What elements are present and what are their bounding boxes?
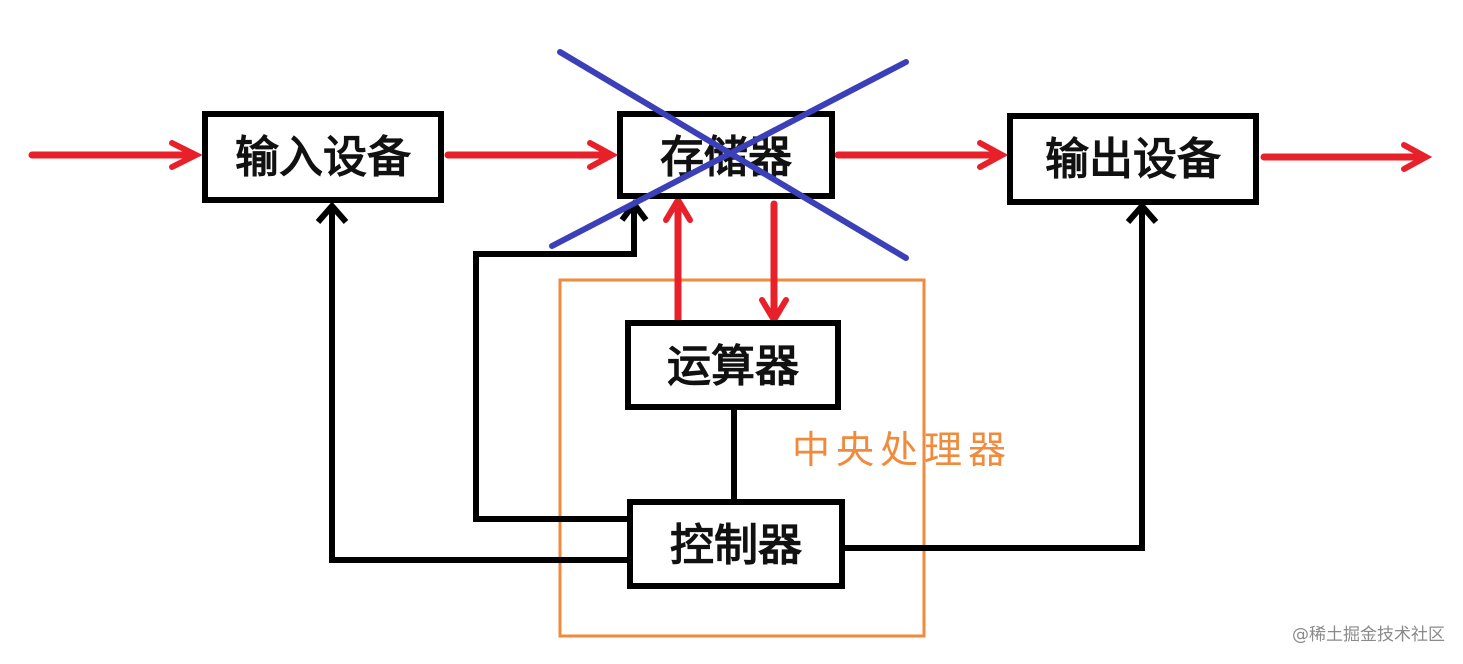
control-flow-lines xyxy=(315,199,1159,563)
memory-cross-out xyxy=(549,49,909,261)
output-device-label: 输出设备 xyxy=(1045,134,1222,185)
control-to-input xyxy=(329,206,630,563)
arrow-head-alu-to-memory xyxy=(663,194,693,223)
box-output: 输出设备 xyxy=(1007,113,1259,205)
input-device-label: 输入设备 xyxy=(235,132,412,183)
box-controller: 控制器 xyxy=(627,499,845,589)
cpu-label: 中央处理器 xyxy=(792,428,1012,472)
control-to-memory xyxy=(473,204,637,522)
box-alu: 运算器 xyxy=(625,320,841,410)
box-input: 输入设备 xyxy=(202,111,444,203)
control-to-output xyxy=(844,206,1145,551)
arrow-head-output-out xyxy=(1401,142,1433,172)
cpu-frame xyxy=(558,278,926,638)
arrow-head-into-input xyxy=(169,140,203,170)
controller-label: 控制器 xyxy=(670,520,803,571)
watermark: @稀土掘金技术社区 xyxy=(1292,625,1445,645)
arrow-head-control-to-output xyxy=(1125,201,1159,224)
alu-label: 运算器 xyxy=(667,341,800,392)
arrow-head-control-to-input xyxy=(315,201,349,224)
arrow-head-input-to-memory xyxy=(587,140,619,170)
arrow-head-memory-to-output xyxy=(977,140,1009,170)
